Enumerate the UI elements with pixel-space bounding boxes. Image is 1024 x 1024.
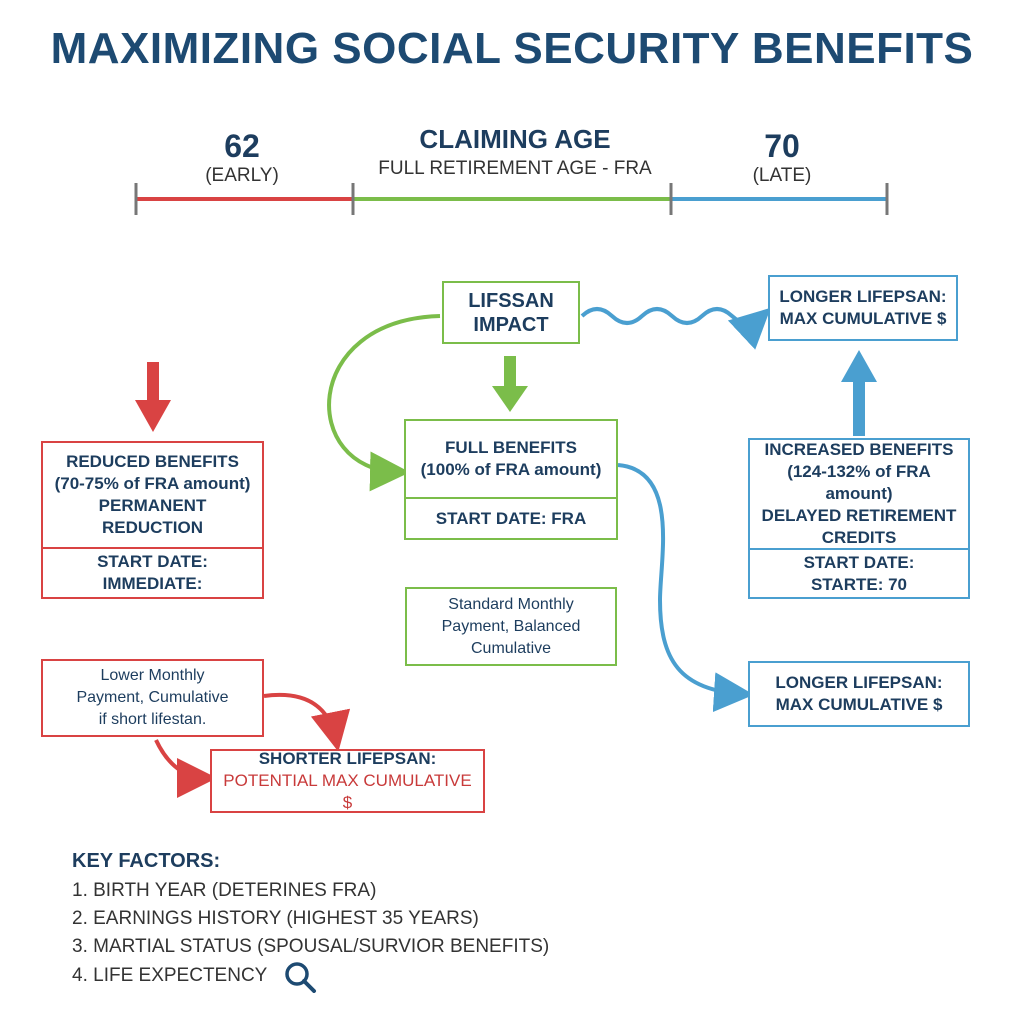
lower-line3: if short lifestan. (98, 711, 207, 728)
longer-lifespan-top-box: LONGER LIFEPSAN: MAX CUMULATIVE $ (768, 275, 958, 341)
full-line1: FULL BENEFITS (445, 438, 577, 457)
reduced-line1: REDUCED BENEFITS (66, 452, 239, 471)
factor-item-last: 4. LIFE EXPECTENCY (72, 961, 549, 993)
early-age: 62 (224, 128, 260, 164)
increased-line4: CREDITS (821, 528, 897, 547)
early-down-arrow (135, 362, 171, 432)
reduced-start2: IMMEDIATE: (102, 574, 203, 593)
standard-payment-box: Standard Monthly Payment, Balanced Cumul… (405, 587, 617, 666)
fra-down-arrow (492, 356, 528, 412)
lifespan-impact-line1: LIFSSAN (468, 289, 554, 312)
increased-start2: STARTE: 70 (810, 574, 908, 594)
reduced-line3: PERMANENT (98, 496, 207, 515)
lower-payment-box: Lower Monthly Payment, Cumulative if sho… (41, 659, 264, 737)
fra-to-longer-arrow (617, 463, 754, 713)
standard-line1: Standard Monthly (448, 595, 574, 613)
timeline-bar (134, 183, 889, 215)
factor-item: 1. BIRTH YEAR (DETERINES FRA) (72, 880, 377, 901)
factor-item: 2. EARNINGS HISTORY (HIGHEST 35 YEARS) (72, 908, 479, 929)
increased-benefits-box: INCREASED BENEFITS (124-132% of FRA amou… (748, 438, 970, 599)
fra-label: FULL RETIREMENT AGE - FRA (378, 158, 652, 179)
reduced-line4: REDUCTION (101, 518, 204, 537)
full-start: START DATE: FRA (435, 508, 587, 528)
lower-line1: Lower Monthly (100, 667, 205, 684)
longer-bottom-line2: MAX CUMULATIVE $ (775, 695, 943, 714)
impact-wave-arrow (580, 307, 771, 350)
lifespan-impact-line2: IMPACT (473, 313, 549, 336)
reduced-start1: START DATE: (97, 552, 208, 571)
late-label: (LATE) (752, 165, 812, 186)
increased-start1: START DATE: (803, 552, 915, 572)
note-to-shorter-arrow-left (154, 739, 217, 798)
key-factors: KEY FACTORS: 1. BIRTH YEAR (DETERINES FR… (72, 850, 550, 993)
factor-item: 4. LIFE EXPECTENCY (72, 965, 268, 986)
shorter-line2: POTENTIAL MAX CUMULATIVE $ (223, 771, 472, 812)
shorter-lifespan-box: SHORTER LIFEPSAN: POTENTIAL MAX CUMULATI… (210, 749, 485, 813)
impact-to-fra-arrow (327, 314, 441, 492)
early-label: (EARLY) (205, 165, 279, 186)
shorter-line1: SHORTER LIFEPSAN: (258, 749, 437, 768)
longer-top-line1: LONGER LIFEPSAN: (779, 287, 947, 306)
note-to-shorter-arrow-right (263, 692, 351, 752)
increased-line3: DELAYED RETIREMENT (761, 506, 957, 525)
standard-line2: Payment, Balanced (441, 617, 581, 635)
page-title: MAXIMIZING SOCIAL SECURITY BENEFITS (50, 24, 974, 73)
longer-bottom-line1: LONGER LIFEPSAN: (775, 673, 943, 692)
late-up-arrow (841, 350, 877, 436)
magnifier-icon (283, 961, 319, 993)
standard-line3: Cumulative (470, 639, 552, 657)
longer-top-line2: MAX CUMULATIVE $ (779, 309, 947, 328)
factor-item: 3. MARTIAL STATUS (SPOUSAL/SURVIOR BENEF… (72, 936, 550, 957)
increased-line1: INCREASED BENEFITS (764, 440, 954, 459)
late-age: 70 (764, 128, 800, 164)
lifespan-impact-box: LIFSSAN IMPACT (442, 281, 580, 344)
reduced-benefits-box: REDUCED BENEFITS (70-75% of FRA amount) … (41, 441, 264, 599)
reduced-line2: (70-75% of FRA amount) (54, 474, 251, 493)
claiming-age-title: CLAIMING AGE (419, 124, 611, 154)
key-factors-heading: KEY FACTORS: (72, 850, 221, 872)
full-line2: (100% of FRA amount) (420, 460, 602, 479)
longer-lifespan-bottom-box: LONGER LIFEPSAN: MAX CUMULATIVE $ (748, 661, 970, 727)
increased-line2: (124-132% of FRA amount) (787, 462, 931, 503)
full-benefits-box: FULL BENEFITS (100% of FRA amount) START… (404, 419, 618, 540)
lower-line2: Payment, Cumulative (76, 689, 229, 706)
